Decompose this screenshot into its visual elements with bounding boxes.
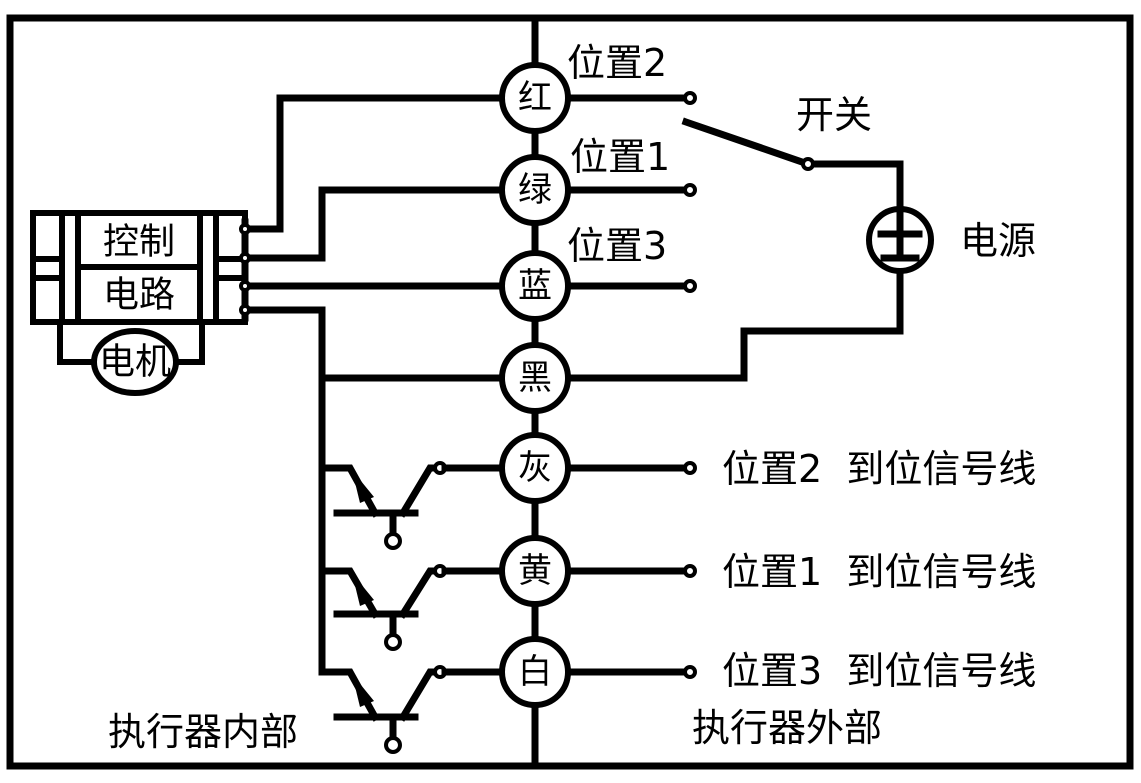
control-circuit-box: 控制 电路 — [30, 210, 248, 325]
connector-red: 红 — [499, 62, 571, 134]
connector-yellow: 黄 — [499, 535, 571, 607]
motor-label: 电机 — [99, 342, 171, 383]
svg-text:绿: 绿 — [518, 170, 552, 210]
power-source-icon — [866, 206, 934, 274]
switch-label: 开关 — [796, 93, 872, 137]
terminal-feedback-1 — [683, 564, 697, 578]
svg-text:黄: 黄 — [518, 551, 552, 591]
control-circuit-label-line2: 电路 — [103, 275, 175, 316]
terminal-feedback-2 — [683, 461, 697, 475]
svg-text:白: 白 — [518, 652, 552, 692]
svg-text:红: 红 — [518, 78, 552, 118]
outside-region-label: 执行器外部 — [692, 706, 882, 750]
position-1-label: 位置1 — [570, 135, 670, 179]
terminals — [683, 91, 697, 679]
terminal-feedback-3 — [683, 665, 697, 679]
wire-connectors: 红 绿 蓝 黑 灰 黄 白 — [499, 62, 571, 708]
connector-white: 白 — [499, 636, 571, 708]
feedback-position-3-label: 位置3 到位信号线 — [722, 649, 1036, 693]
terminal-position-2 — [683, 91, 697, 105]
control-circuit-label-line1: 控制 — [103, 222, 175, 263]
feedback-position-2-label: 位置2 到位信号线 — [722, 447, 1036, 491]
terminal-position-3 — [683, 279, 697, 293]
inside-region-label: 执行器内部 — [108, 710, 298, 754]
switch — [681, 117, 904, 212]
position-2-label: 位置2 — [567, 41, 667, 85]
transistor-gray — [318, 461, 506, 550]
terminal-position-1 — [683, 183, 697, 197]
power-label: 电源 — [960, 219, 1036, 263]
internal-wires — [239, 94, 506, 676]
transistor-white — [318, 665, 506, 754]
feedback-position-1-label: 位置1 到位信号线 — [722, 550, 1036, 594]
svg-text:黑: 黑 — [518, 358, 552, 398]
transistor-yellow — [318, 564, 506, 651]
position-3-label: 位置3 — [567, 224, 667, 268]
motor: 电机 — [57, 322, 205, 396]
svg-text:蓝: 蓝 — [518, 266, 552, 306]
connector-gray: 灰 — [499, 432, 571, 504]
connector-black: 黑 — [499, 342, 571, 414]
outer-frame — [6, 14, 1134, 770]
external-wires — [564, 94, 904, 676]
svg-text:灰: 灰 — [518, 448, 552, 488]
connector-blue: 蓝 — [499, 250, 571, 322]
connector-green: 绿 — [499, 154, 571, 226]
switch-pivot — [801, 157, 815, 171]
